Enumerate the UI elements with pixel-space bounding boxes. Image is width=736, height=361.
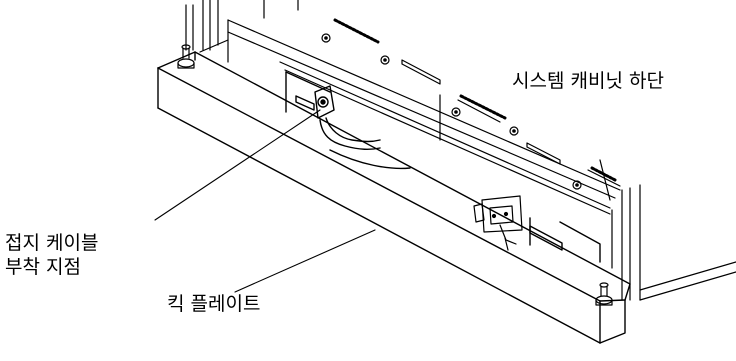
label-cabinet-bottom: 시스템 캐비닛 하단 [512,70,664,92]
leader-lines [154,109,376,293]
kick-plate [157,51,631,344]
leader-kick-plate [234,229,376,293]
cabinet-frame [199,19,621,215]
vent-holes [333,18,617,182]
label-ground-cable-line2: 부착 지점 [5,256,81,278]
leveling-feet [177,44,613,306]
cabinet-screws [321,33,582,190]
leader-ground-cable [154,109,321,221]
label-ground-cable-line1: 접지 케이블 [5,232,99,254]
label-kick-plate: 킥 플레이트 [167,293,261,315]
cabinet-left-posts [185,0,299,51]
cabinet-rails [401,59,621,187]
cabinet-right-side [611,184,736,301]
connector-block [473,195,523,251]
